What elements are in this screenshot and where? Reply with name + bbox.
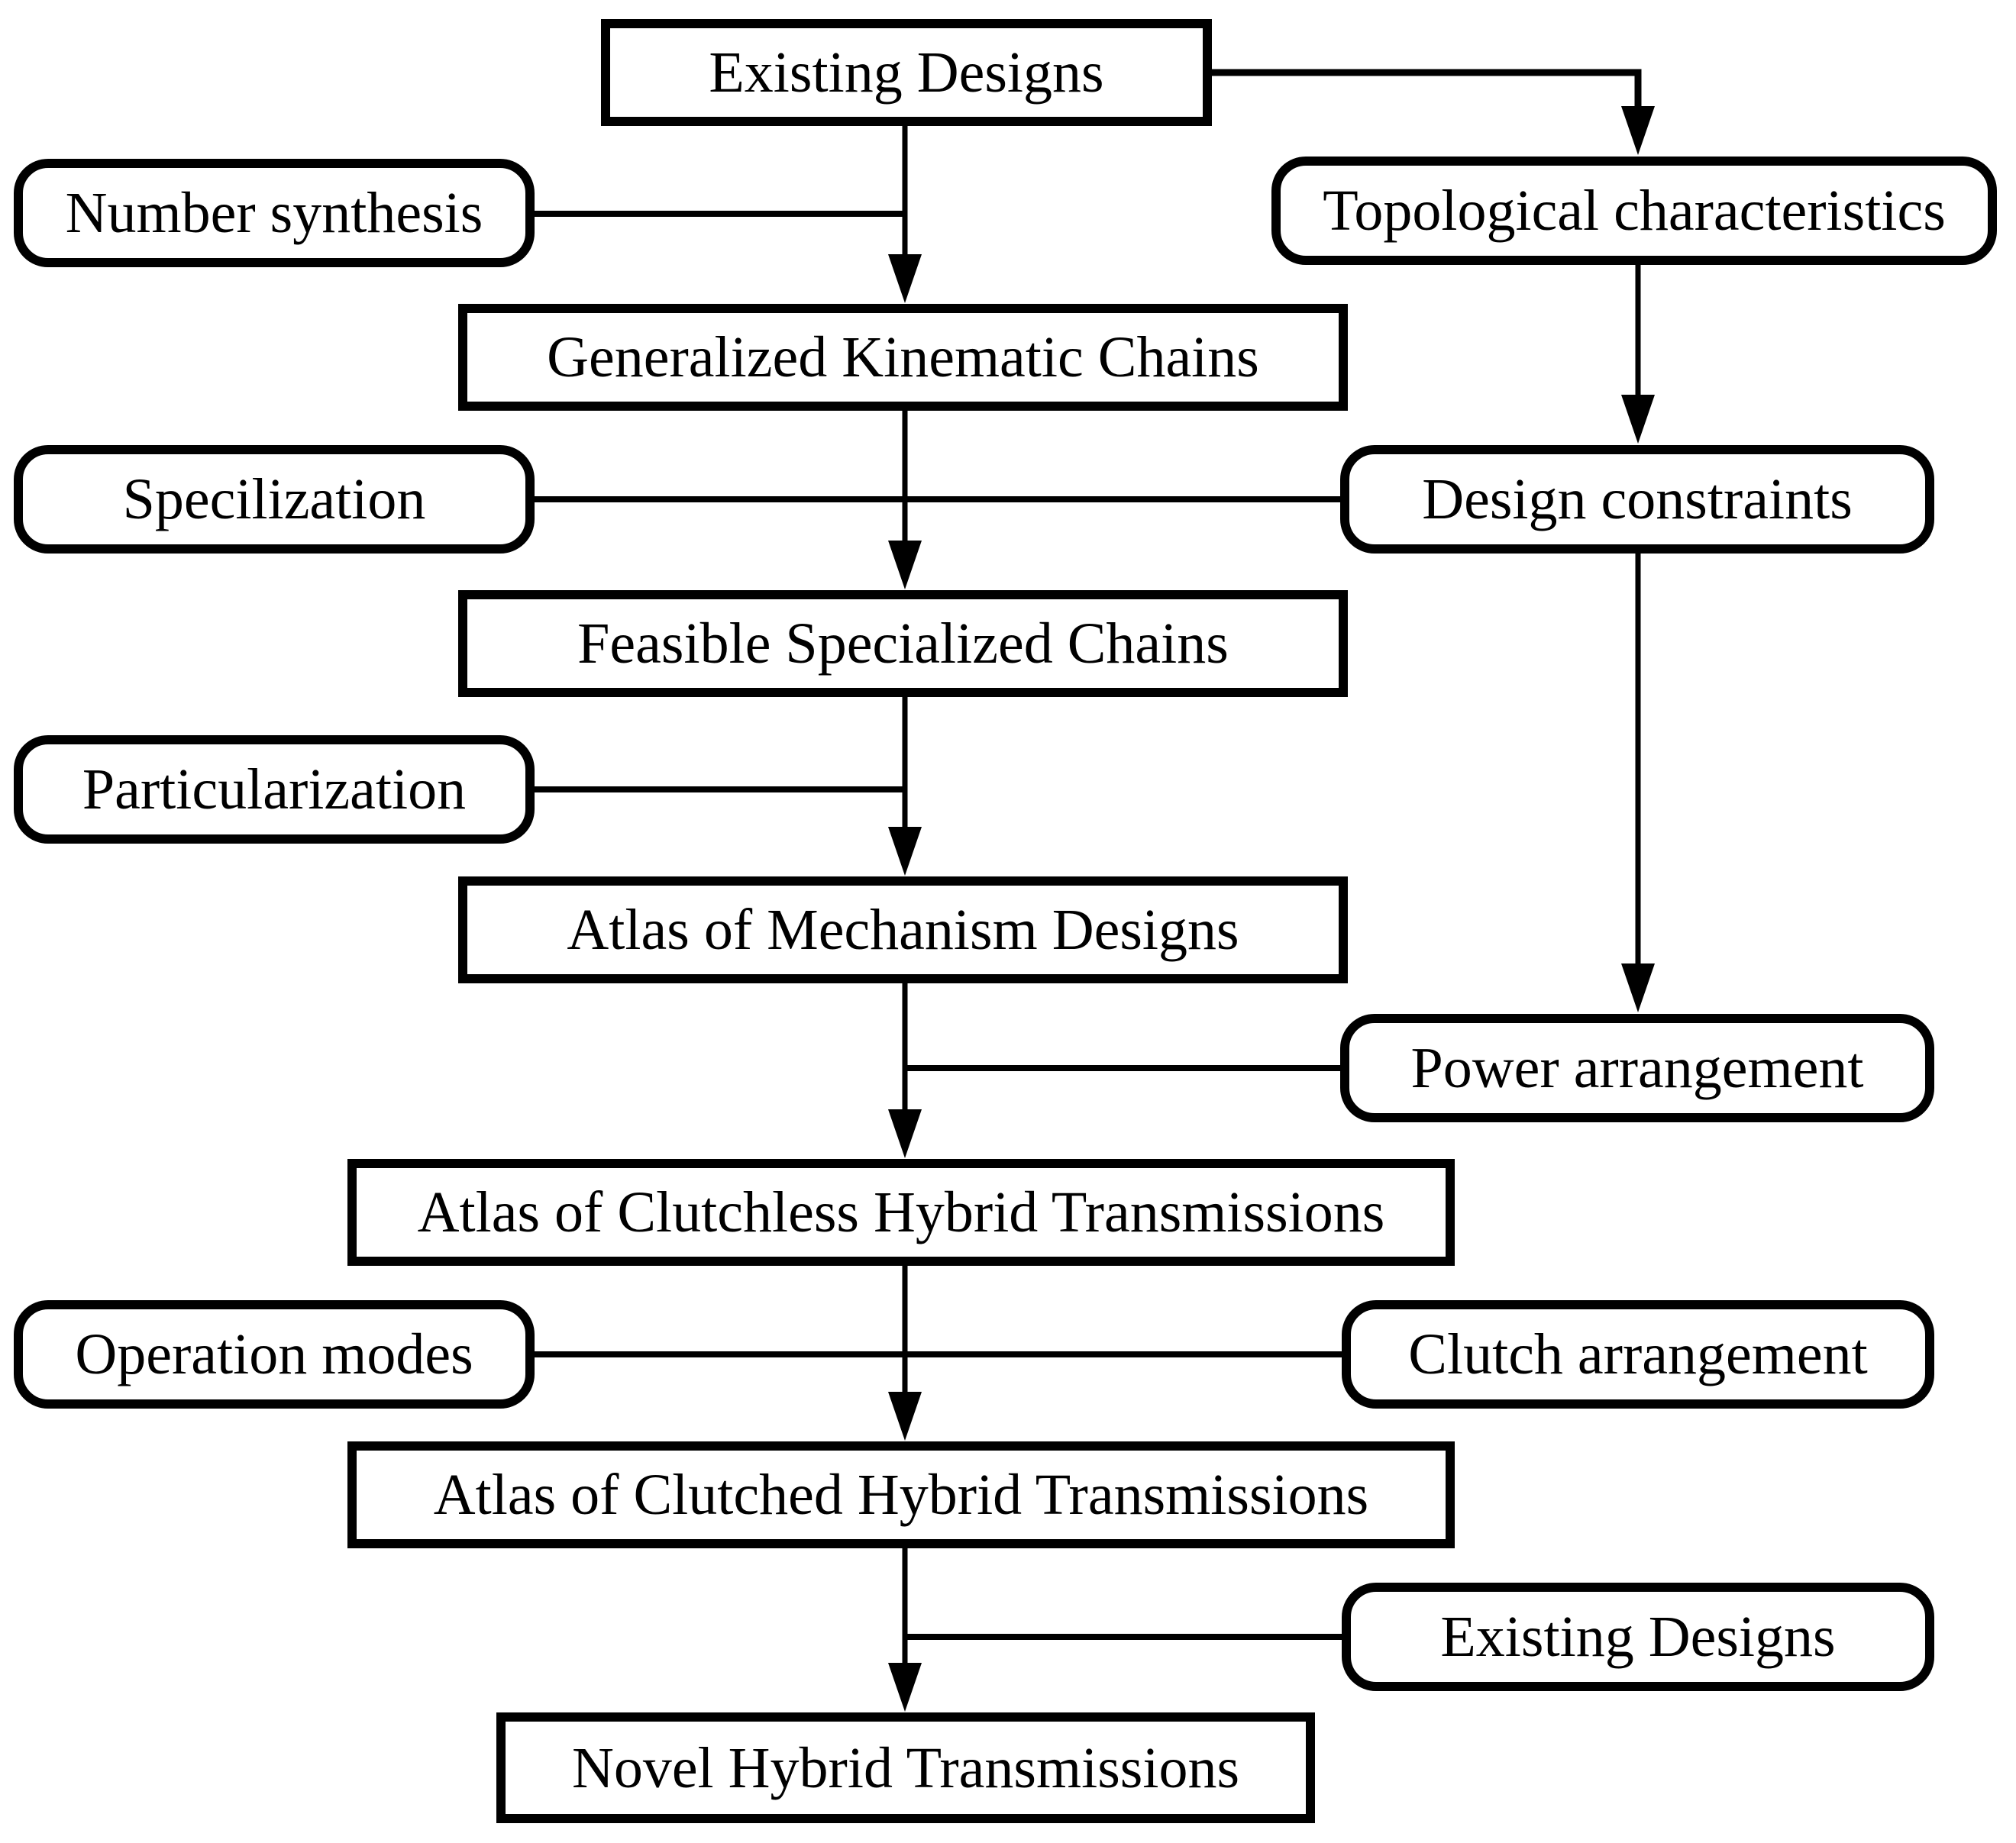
node-design-constraints: Design constraints [1340,445,1934,554]
node-atlas-of-clutchless-hybrid-transmissions: Atlas of Clutchless Hybrid Transmissions [347,1159,1455,1266]
arrowhead-into-power [1621,963,1655,1012]
node-power-arrangement: Power arrangement [1340,1014,1934,1122]
arrowhead-into-amd [888,827,922,876]
node-specilization: Specilization [14,445,535,554]
node-operation-modes: Operation modes [14,1300,535,1409]
arrowhead-into-designconstraints [1621,395,1655,444]
node-atlas-of-clutched-hybrid-transmissions: Atlas of Clutched Hybrid Transmissions [347,1441,1455,1548]
arrowhead-into-topological [1621,106,1655,155]
arrowheads [888,106,1655,1712]
node-generalized-kinematic-chains: Generalized Kinematic Chains [458,304,1348,411]
node-number-synthesis: Number synthesis [14,159,535,267]
node-particularization: Particularization [14,735,535,844]
node-atlas-of-mechanism-designs: Atlas of Mechanism Designs [458,876,1348,983]
node-existing-designs-top: Existing Designs [601,19,1212,126]
node-clutch-arrangement: Clutch arrangement [1342,1300,1934,1409]
node-topological-characteristics: Topological characteristics [1271,157,1997,265]
node-feasible-specialized-chains: Feasible Specialized Chains [458,590,1348,697]
edge-existingtop-topological [1210,69,1642,108]
arrowhead-into-clutched [888,1392,922,1441]
arrowhead-into-novel [888,1663,922,1712]
arrowhead-into-gkc [888,254,922,303]
arrowhead-into-fsc [888,541,922,589]
arrowhead-into-clutchless [888,1109,922,1158]
node-existing-designs-bottom: Existing Designs [1342,1583,1934,1691]
node-novel-hybrid-transmissions: Novel Hybrid Transmissions [496,1712,1315,1823]
